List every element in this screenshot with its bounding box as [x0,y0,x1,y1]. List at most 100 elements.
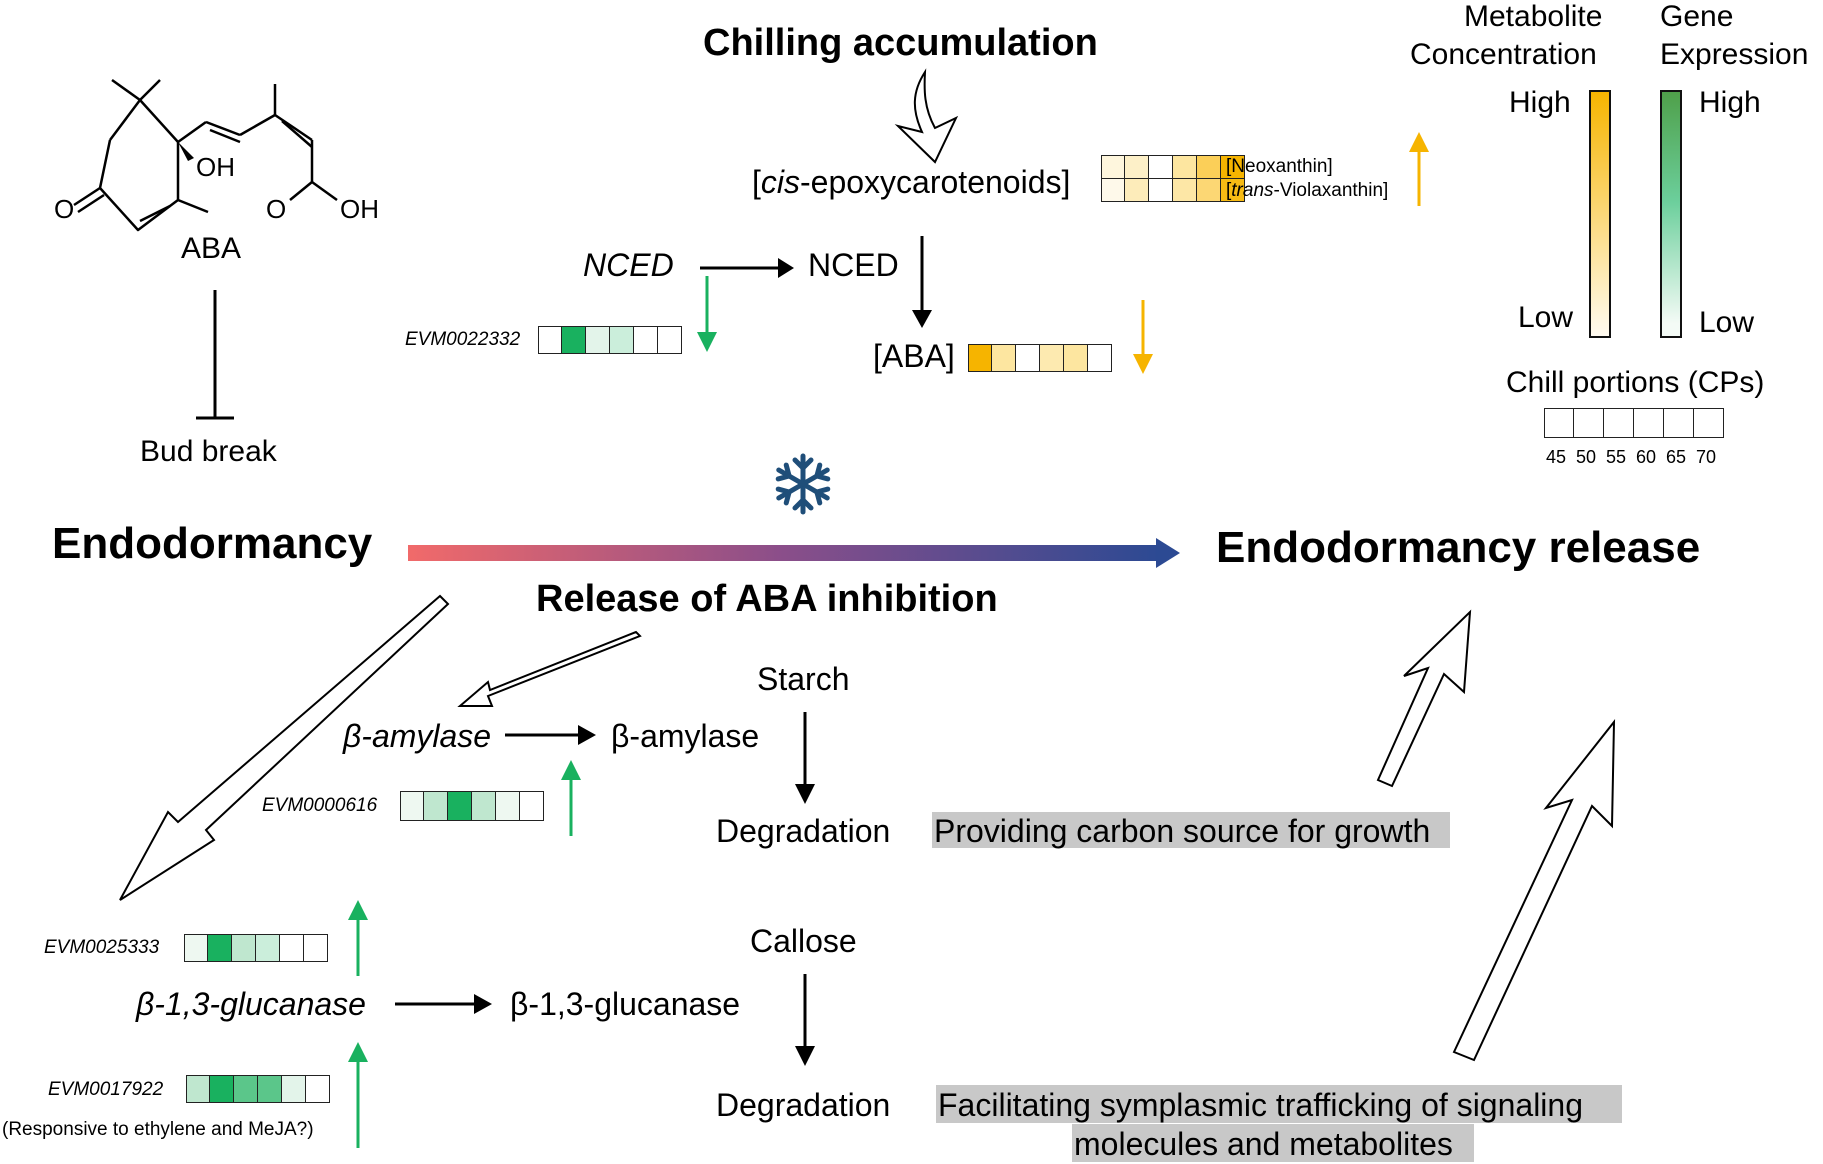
legend-gene-title-2: Expression [1660,38,1809,71]
degradation-label-2: Degradation [716,1087,891,1123]
metabolite-colorbar [1589,90,1611,338]
symplasmic-highlight-1 [936,1085,1622,1123]
heatmap-cell [1197,178,1221,202]
evm-amylase-heatmap [400,791,544,821]
legend-metabolite-title-2: Concentration [1410,38,1597,71]
heatmap-cell [658,326,682,354]
legend-high-right: High [1699,86,1761,119]
b-glucanase-gene-label: β-1,3-glucanase [136,986,366,1022]
evm-glucanase-1-id: EVM0025333 [44,937,160,958]
heatmap-cell [280,934,304,962]
gene-colorbar [1660,90,1682,338]
heatmap-cell [232,934,256,962]
responsive-note: (Responsive to ethylene and MeJA?) [2,1119,314,1140]
heatmap-cell [1088,344,1112,372]
heatmap-cell [538,326,562,354]
chill-value: 55 [1606,447,1627,467]
aba-bracket-label: [ABA] [873,338,955,374]
symplasmic-highlight-2 [1072,1124,1474,1162]
legend-metabolite-title-1: Metabolite [1464,0,1603,33]
heatmap-cell [992,344,1016,372]
heatmap-cell [496,791,520,821]
chill-cell [1544,408,1574,438]
chill-cell [1694,408,1724,438]
symplasmic-label-1: Facilitating symplasmic trafficking of s… [938,1087,1583,1123]
heatmap-cell [234,1075,258,1103]
heatmap-cell [184,934,208,962]
chill-portions-scale [1544,408,1724,438]
heatmap-cell [1149,178,1173,202]
b-amylase-gene-label: β-amylase [343,718,492,754]
endodormancy-label: Endodormancy [52,519,373,568]
heatmap-cell [562,326,586,354]
heatmap-cell [208,934,232,962]
heatmap-cell [448,791,472,821]
trans-violaxanthin-heatmap [1101,178,1245,202]
aba-label: ABA [181,232,242,265]
chill-value: 50 [1576,447,1597,467]
heatmap-cell [282,1075,306,1103]
starch-label: Starch [757,661,850,697]
legend-gene-title-1: Gene [1660,0,1734,33]
cis-epoxycarotenoids-label: [cis-epoxycarotenoids] [752,164,1071,200]
symplasmic-label-2: molecules and metabolites [1074,1126,1453,1162]
legend-low-right: Low [1699,306,1755,339]
heatmap-cell [400,791,424,821]
bud-break-label: Bud break [140,435,277,468]
heatmap-cell [520,791,544,821]
release-aba-inhibition-label: Release of ABA inhibition [536,578,998,620]
chill-cell [1574,408,1604,438]
heatmap-cell [1016,344,1040,372]
heatmap-cell [610,326,634,354]
evm-glucanase-2-id: EVM0017922 [48,1079,164,1100]
chill-value: 45 [1546,447,1567,467]
heatmap-cell [424,791,448,821]
heatmap-cell [968,344,992,372]
aba-heatmap [968,344,1112,372]
heatmap-cell [1064,344,1088,372]
evm-nced-id: EVM0022332 [405,329,521,350]
degradation-label-1: Degradation [716,813,891,849]
heatmap-cell [1221,178,1245,202]
heatmap-cell [304,934,328,962]
chill-value: 60 [1636,447,1657,467]
legend-high-left: High [1509,86,1571,119]
heatmap-cell [1173,178,1197,202]
neoxanthin-label: [Neoxanthin] [1226,156,1333,177]
callose-label: Callose [750,923,857,959]
heatmap-cell [1125,155,1149,179]
heatmap-cell [634,326,658,354]
aba-acid-o-label: O [266,194,287,224]
aba-acid-oh-label: OH [340,194,379,224]
evm-amylase-id: EVM0000616 [262,795,378,816]
b-amylase-protein-label: β-amylase [611,718,760,754]
heatmap-cell [472,791,496,821]
legend-low-left: Low [1518,301,1574,334]
chilling-accumulation-title: Chilling accumulation [703,22,1098,64]
heatmap-cell [306,1075,330,1103]
nced-protein-label: NCED [808,247,899,283]
chill-value: 65 [1666,447,1687,467]
aba-oh-label: OH [196,152,235,182]
heatmap-cell [1101,178,1125,202]
heatmap-cell [1173,155,1197,179]
carbon-source-highlight [932,812,1450,848]
heatmap-cell [586,326,610,354]
nced-gene-label: NCED [583,247,674,283]
chill-cell [1634,408,1664,438]
chill-cell [1664,408,1694,438]
chill-value: 70 [1696,447,1717,467]
heatmap-cell [1125,178,1149,202]
heatmap-cell [1040,344,1064,372]
evm-glucanase-2-heatmap [186,1075,330,1103]
chill-portions-title: Chill portions (CPs) [1506,366,1765,399]
evm-glucanase-1-heatmap [184,934,328,962]
heatmap-cell [186,1075,210,1103]
